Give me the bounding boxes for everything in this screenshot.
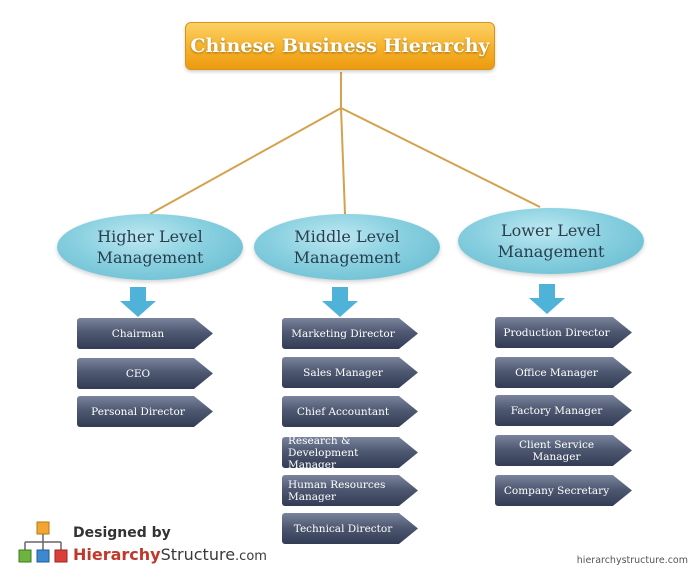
role-office-manager: Office Manager [495, 357, 632, 388]
level-middle-label: Middle Level Management [293, 227, 401, 267]
role-label: Office Manager [515, 366, 598, 379]
role-factory-manager: Factory Manager [495, 395, 632, 426]
level-higher-management: Higher Level Management [57, 214, 243, 280]
role-client-service-manager: Client Service Manager [495, 435, 632, 466]
role-chairman: Chairman [77, 318, 213, 349]
level-lower-management: Lower Level Management [458, 208, 644, 274]
role-production-director: Production Director [495, 317, 632, 348]
role-label: Production Director [503, 326, 610, 339]
footer-site-url: hierarchystructure.com [576, 555, 688, 566]
diagram-title: Chinese Business Hierarchy [185, 22, 495, 70]
connector-to-higher [149, 107, 342, 215]
role-company-secretary: Company Secretary [495, 475, 632, 506]
role-label: Factory Manager [510, 404, 603, 417]
brand-wordmark: HierarchyStructure.com [73, 546, 267, 566]
role-label: CEO [125, 367, 151, 380]
down-arrow-icon [120, 287, 156, 317]
hierarchy-logo-icon [18, 521, 68, 563]
role-personal-director: Personal Director [77, 396, 213, 427]
designed-by-logo: Designed by HierarchyStructure.com [17, 520, 282, 566]
brand-part-structure: Structure [160, 545, 236, 564]
brand-suffix: .com [235, 549, 267, 564]
level-middle-management: Middle Level Management [254, 214, 440, 280]
role-label: Marketing Director [291, 327, 395, 340]
role-label: Sales Manager [303, 366, 383, 379]
down-arrow-icon [529, 284, 565, 314]
role-label: Research & Development Manager [288, 434, 359, 471]
level-higher-label: Higher Level Management [96, 227, 204, 267]
role-label: Client Service Manager [518, 438, 595, 463]
role-chief-accountant: Chief Accountant [282, 396, 418, 427]
brand-part-hierarchy: Hierarchy [73, 545, 161, 564]
role-human-resources-manager: Human Resources Manager [282, 475, 418, 506]
role-label: Personal Director [91, 405, 185, 418]
level-lower-label: Lower Level Management [497, 221, 605, 261]
role-label: Chairman [111, 327, 165, 340]
role-sales-manager: Sales Manager [282, 357, 418, 388]
role-label: Technical Director [293, 522, 393, 535]
down-arrow-icon [322, 287, 358, 317]
role-technical-director: Technical Director [282, 513, 418, 544]
role-label: Human Resources Manager [288, 478, 386, 503]
designed-by-text: Designed by [73, 525, 171, 541]
role-research-development-manager: Research & Development Manager [282, 437, 418, 468]
role-label: Company Secretary [503, 484, 610, 497]
connector-to-lower [340, 107, 541, 208]
role-marketing-director: Marketing Director [282, 318, 418, 349]
role-label: Chief Accountant [296, 405, 390, 418]
role-ceo: CEO [77, 358, 213, 389]
connector-to-middle [340, 107, 346, 215]
